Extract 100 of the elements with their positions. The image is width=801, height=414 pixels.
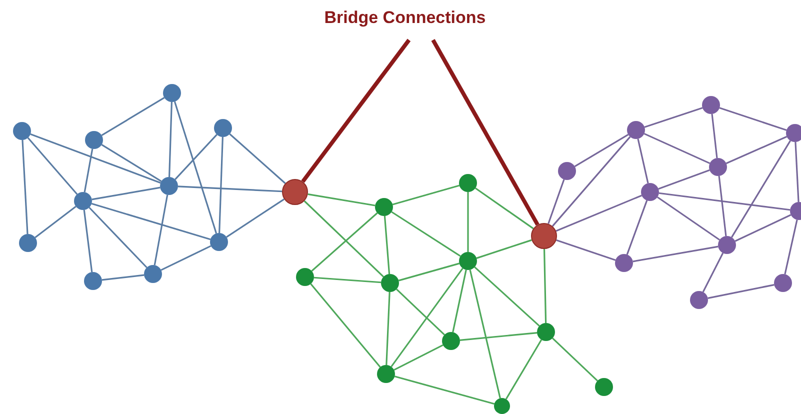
connection-line [708, 284, 774, 299]
network-node [627, 121, 645, 139]
leader-line [431, 39, 540, 226]
connection-line [386, 292, 390, 366]
connection-line [637, 138, 649, 184]
network-node [537, 323, 555, 341]
connection-line [505, 339, 542, 400]
network-node [74, 192, 92, 210]
network-node [160, 177, 178, 195]
connection-line [91, 202, 211, 240]
connection-line [311, 212, 378, 272]
connection-line [658, 192, 790, 211]
connection-line [178, 186, 282, 192]
network-node [615, 254, 633, 272]
connection-line [552, 338, 598, 382]
connection-line [308, 193, 376, 206]
connection-line [711, 114, 718, 158]
connection-line [384, 216, 390, 274]
network-node [442, 332, 460, 350]
bridge-node [282, 179, 308, 205]
network-node [595, 378, 613, 396]
network-node [702, 96, 720, 114]
connection-line [719, 107, 787, 131]
connection-line [644, 132, 710, 164]
connection-line [469, 270, 501, 398]
network-node [163, 84, 181, 102]
connection-line [396, 288, 446, 336]
connection-line [174, 101, 218, 234]
connection-line [83, 210, 93, 272]
connection-line [101, 96, 165, 136]
connection-line [394, 344, 444, 371]
network-node [375, 198, 393, 216]
connection-line [390, 268, 464, 368]
connection-line [102, 274, 144, 281]
connection-line [460, 332, 538, 341]
connection-line [226, 198, 285, 238]
connection-line [92, 186, 160, 200]
connection-line [310, 283, 381, 368]
connection-line [394, 376, 494, 405]
connection-line [556, 194, 642, 232]
network-node [558, 162, 576, 180]
connection-line [556, 239, 616, 261]
network-node [459, 252, 477, 270]
connection-line [452, 270, 467, 332]
connection-line [794, 142, 800, 202]
network-node [377, 365, 395, 383]
connection-line [474, 266, 540, 327]
connection-line [656, 196, 720, 241]
connection-line [543, 248, 547, 324]
connection-line [30, 133, 161, 184]
connection-line [88, 206, 148, 268]
network-node [690, 291, 708, 309]
network-node [641, 183, 659, 201]
connection-line [101, 144, 162, 182]
network-node [459, 174, 477, 192]
connection-line [734, 214, 792, 242]
connection-line [22, 140, 28, 234]
connection-line [398, 262, 460, 282]
connection-line [467, 192, 469, 252]
network-node [718, 236, 736, 254]
network-node [214, 119, 232, 137]
connection-line [626, 200, 648, 255]
connection-line [476, 239, 532, 259]
connection-line [314, 276, 382, 284]
network-node [709, 158, 727, 176]
connection-line [34, 206, 76, 238]
connection-line [304, 200, 384, 278]
connection-line [174, 134, 218, 180]
connection-line [726, 136, 788, 164]
network-node [84, 272, 102, 290]
connection-line [168, 102, 172, 178]
title: Bridge Connections [323, 7, 487, 28]
network-node [19, 234, 37, 252]
connection-line [644, 107, 703, 128]
connection-line [730, 140, 792, 238]
network-node [381, 274, 399, 292]
network-node [774, 274, 792, 292]
network-node [786, 124, 801, 142]
connection-line [392, 184, 460, 206]
connection-line [658, 169, 710, 190]
network-node [494, 398, 510, 414]
connection-line [574, 134, 629, 168]
connection-line [718, 176, 727, 236]
connection-line [160, 245, 212, 271]
connection-line [229, 133, 286, 184]
network-node [210, 233, 228, 251]
connection-line [391, 211, 461, 257]
leader-line [301, 38, 411, 183]
connection-line [218, 136, 224, 234]
network-node [144, 265, 162, 283]
connection-line [552, 136, 631, 227]
connection-line [84, 148, 94, 192]
connection-line [784, 220, 798, 274]
bridge-node [531, 223, 557, 249]
connection-line [632, 246, 718, 262]
connection-line [702, 252, 724, 292]
network-node [296, 268, 314, 286]
connection-line [548, 179, 565, 224]
network-node [13, 122, 31, 140]
connection-line [474, 188, 534, 230]
